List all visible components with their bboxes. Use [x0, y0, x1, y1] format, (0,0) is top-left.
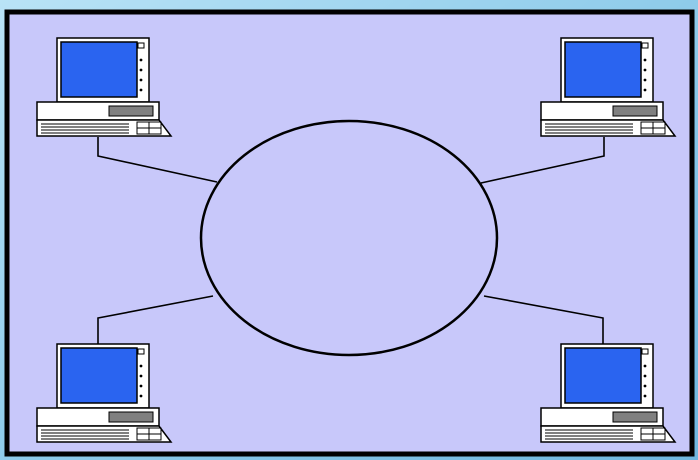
ring-network: [199, 119, 499, 357]
cable-top-left: [97, 137, 218, 183]
cable-top-right: [480, 137, 605, 184]
cable-bottom-right: [483, 295, 604, 344]
cable-bottom-left: [97, 295, 214, 344]
